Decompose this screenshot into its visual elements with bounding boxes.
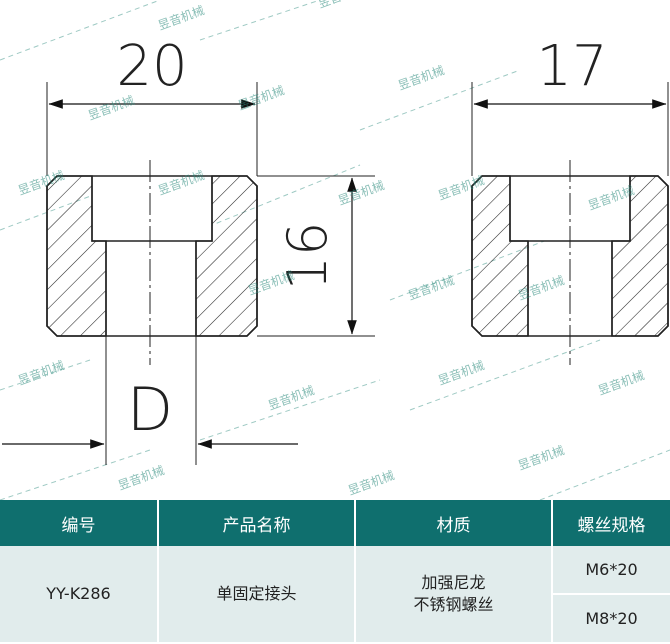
header-name: 产品名称 xyxy=(158,500,356,546)
watermark-text: 昱音机械 xyxy=(316,0,366,11)
watermark-text: 昱音机械 xyxy=(346,467,396,498)
watermark-text: 昱音机械 xyxy=(156,2,206,33)
material-line-2: 不锈钢螺丝 xyxy=(413,595,494,614)
cell-spec-2: M8*20 xyxy=(552,593,670,644)
technical-drawing: 20 16 D 17 昱音机械 昱音机械 昱音机械 昱音机械 xyxy=(0,0,670,500)
watermark-text: 昱音机械 xyxy=(596,367,646,398)
side-section-view xyxy=(471,160,669,365)
watermark-text: 昱音机械 xyxy=(406,272,456,303)
dimension-bore: D xyxy=(2,336,298,465)
watermark-text: 昱音机械 xyxy=(86,92,136,123)
dimension-width-front: 20 xyxy=(46,34,258,176)
cell-name: 单固定接头 xyxy=(158,546,356,644)
table-header-row: 编号 产品名称 材质 螺丝规格 xyxy=(0,500,670,546)
watermark-text: 昱音机械 xyxy=(116,462,166,493)
watermark-text: 昱音机械 xyxy=(396,62,446,93)
header-screw-spec: 螺丝规格 xyxy=(552,500,670,546)
dimension-width-side: 17 xyxy=(471,34,669,176)
watermark-text: 昱音机械 xyxy=(236,82,286,113)
cell-code: YY-K286 xyxy=(0,546,159,644)
material-line-1: 加强尼龙 xyxy=(421,573,486,593)
spec-table: 编号 产品名称 材质 螺丝规格 YY-K286 单固定接头 加强尼龙 不锈钢螺丝… xyxy=(0,500,670,644)
watermark-text: 昱音机械 xyxy=(336,177,386,208)
dimension-label-width-front: 20 xyxy=(116,34,187,99)
dimension-label-height: 16 xyxy=(276,222,339,291)
watermark-text: 昱音机械 xyxy=(266,382,316,413)
watermark-text: 昱音机械 xyxy=(516,442,566,473)
header-material: 材质 xyxy=(355,500,553,546)
watermark-text: 昱音机械 xyxy=(436,357,486,388)
cell-spec-1: M6*20 xyxy=(552,546,670,595)
table-row: YY-K286 单固定接头 加强尼龙 不锈钢螺丝 M6*20 xyxy=(0,546,670,644)
cell-material: 加强尼龙 不锈钢螺丝 xyxy=(355,546,553,644)
dimension-height: 16 xyxy=(257,175,375,337)
table-row: M8*20 xyxy=(0,593,670,644)
dimension-label-bore: D xyxy=(127,375,173,445)
watermark-text: 昱音机械 xyxy=(16,357,66,388)
front-section-view xyxy=(46,160,258,365)
dimension-label-width-side: 17 xyxy=(536,34,607,99)
header-code: 编号 xyxy=(0,500,159,546)
